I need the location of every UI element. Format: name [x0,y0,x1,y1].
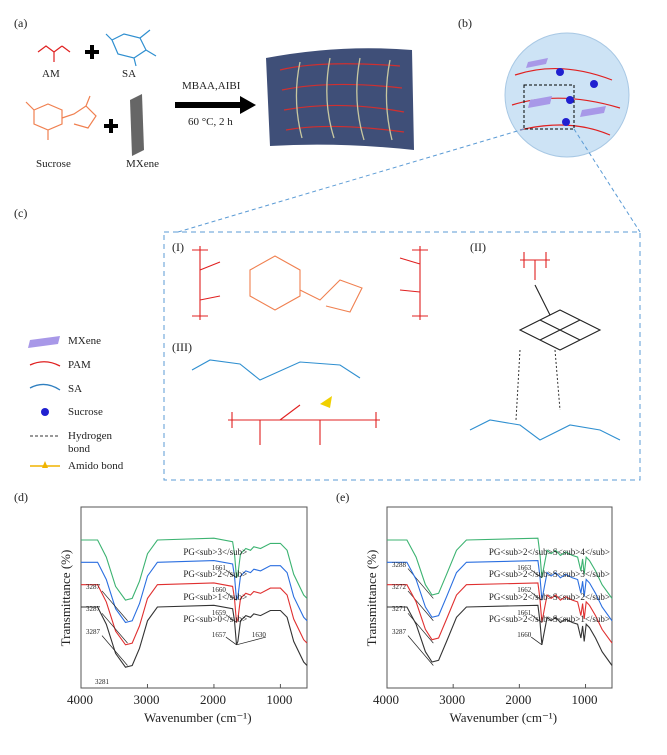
amido-bond-marker [320,396,332,408]
series-label-PG2S2: PG<sub>2</sub>S<sub>2</sub> [488,591,611,602]
x-tick-label: 3000 [133,692,160,707]
panel-label-a: (a) [14,16,28,30]
y-axis-label: Transmittance (%) [364,549,379,646]
y-axis-label: Transmittance (%) [58,549,73,646]
reaction-arrow [175,96,256,114]
zoom-box [163,231,641,481]
series-label-PG3: PG<sub>3</sub> [183,546,248,557]
plus-icon [85,45,99,59]
oh-peak-label: 3287 [86,582,100,591]
sucrose-molecule [25,95,97,140]
sa-label: SA [122,68,137,80]
peak-arrow [407,613,434,644]
peak-arrow [225,636,237,646]
oh-peak-label: 3287 [86,605,100,614]
series-label-PG2S1: PG<sub>2</sub>S<sub>1</sub> [488,613,611,624]
am-molecule [37,45,71,62]
x-axis-label: Wavenumber (cm⁻¹) [449,710,558,725]
legend-pam-mark [29,361,61,367]
mbaa-crosslink [518,284,602,351]
legend-pam: PAM [68,359,91,371]
pam-chain-iii [228,404,380,445]
sa-chain-iii [191,359,361,381]
chart-e [386,506,613,689]
series-line-PG2S2 [387,582,613,644]
sucrose-structure [249,255,363,313]
x-tick-label: 2000 [199,692,226,707]
peak-label: 1660 [517,631,532,640]
chart-d [80,506,308,689]
legend-sucrose: Sucrose [68,406,103,418]
network-sphere [504,32,630,158]
peak-arrow [407,635,434,666]
legend-amido: Amido bond [68,460,124,472]
zoom-connector [177,128,641,233]
am-label: AM [42,68,60,80]
peak-label: 1661 [211,564,226,573]
x-axis-label: Wavenumber (cm⁻¹) [144,710,252,725]
series-line-PG2S4 [387,537,613,599]
sa-molecule [105,29,157,67]
mxene-label: MXene [126,158,159,170]
series-label-PG2: PG<sub>2</sub> [183,569,248,580]
peak-label: 1659 [211,608,226,617]
x-tick-label: 4000 [373,692,399,707]
oh-peak-label: 3271 [392,605,406,614]
pam-unit-ii [520,252,550,280]
oh-peak-label: 3287 [86,627,100,636]
legend-sa-mark [29,383,61,391]
plus-icon [104,119,118,133]
peak-label: 1661 [517,608,532,617]
peak-label: 1663 [517,564,532,573]
series-label-PG2S4: PG<sub>2</sub>S<sub>4</sub> [488,546,611,557]
x-tick-label: 3000 [439,692,466,707]
label-i: (I) [172,240,184,254]
hydrogel-block [266,48,414,151]
panel-label-b: (b) [458,16,472,30]
peak-label: 1662 [517,586,532,595]
oh-peak-label: 3288 [392,560,406,569]
plot-frame [80,506,308,689]
series-line-PG2S3 [387,560,613,622]
oh-peak-label: 3272 [392,582,406,591]
mxene-flake [130,94,144,156]
series-label-PG1: PG<sub>1</sub> [183,591,248,602]
legend-mxene-mark [28,336,60,348]
peak-arrow [101,613,128,644]
peak-arrow [530,636,543,646]
sa-chain-ii [469,419,621,441]
panel-label-c: (c) [14,206,28,220]
peak-arrow [407,568,434,599]
peak-arrow [407,590,434,621]
panel-label-e: (e) [336,490,350,504]
legend-sa: SA [68,383,83,395]
peak-label: 1630 [251,631,266,640]
peak-arrow [101,590,128,621]
peak-label: 1657 [211,631,226,640]
conditions-reagents: MBAA,AIBI [182,80,241,92]
x-tick-label: 4000 [67,692,93,707]
x-tick-label: 2000 [505,692,532,707]
legend-hbond: Hydrogen bond [68,430,112,455]
oh-peak-label: 3281 [95,677,109,686]
x-tick-label: 1000 [571,692,598,707]
legend-sucrose-mark [41,408,49,416]
peak-label: 1660 [211,586,226,595]
label-iii: (III) [172,340,192,354]
sucrose-label: Sucrose [36,158,71,170]
x-tick-label: 1000 [266,692,293,707]
pam-chain-i-right [399,246,428,320]
series-line-PG2S1 [387,604,613,666]
peak-arrow [236,636,266,646]
series-label-PG2S3: PG<sub>2</sub>S<sub>3</sub> [488,569,611,580]
peak-arrow [101,635,128,666]
panel-label-d: (d) [14,490,28,504]
label-ii: (II) [470,240,486,254]
pam-chain-i [192,246,221,320]
oh-peak-label: 3287 [392,627,406,636]
conditions-temperature: 60 °C, 2 h [188,116,233,128]
legend-mxene: MXene [68,335,101,347]
series-label-PG0: PG<sub>0</sub> [183,613,248,624]
